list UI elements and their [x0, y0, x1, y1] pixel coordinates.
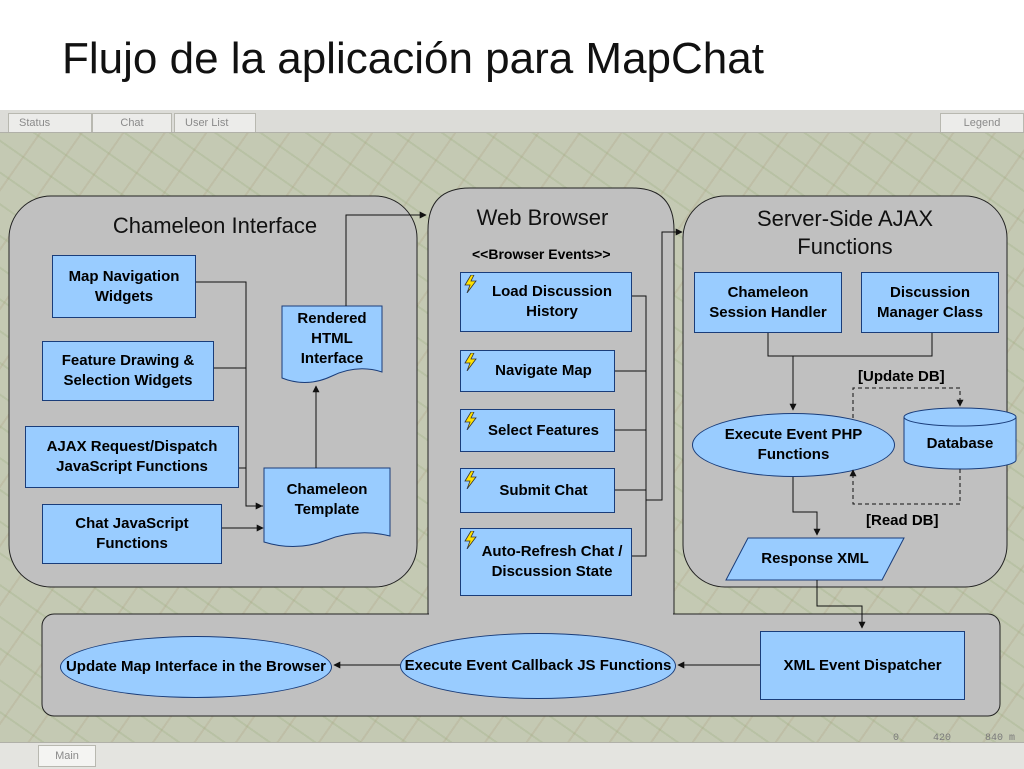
chameleon-session-handler: Chameleon Session Handler: [694, 272, 842, 333]
chameleon-template: Chameleon Template: [286, 481, 368, 518]
tab-user-list[interactable]: User List: [174, 113, 256, 132]
server-side-title: Server-Side AJAX Functions: [756, 206, 934, 259]
event-label: Navigate Map: [495, 362, 592, 379]
execute-event-php-functions: Execute Event PHP Functions: [692, 413, 895, 477]
event-label: Auto-Refresh Chat / Discussion State: [481, 543, 623, 580]
map-navigation-widgets: Map Navigation Widgets: [52, 255, 196, 318]
tab-status[interactable]: Status: [8, 113, 92, 132]
chat-javascript-functions: Chat JavaScript Functions: [42, 504, 222, 564]
rendered-html-interface: Rendered HTML Interface: [297, 310, 367, 367]
update-db-label: [Update DB]: [858, 368, 945, 385]
event-select-features: Select Features: [460, 409, 615, 452]
lightning-icon: [464, 275, 477, 293]
slide-title: Flujo de la aplicación para MapChat: [62, 34, 764, 83]
ajax-request-dispatch: AJAX Request/Dispatch JavaScript Functio…: [25, 426, 239, 488]
tab-main[interactable]: Main: [38, 745, 96, 767]
discussion-manager-class: Discussion Manager Class: [861, 272, 999, 333]
event-navigate-map: Navigate Map: [460, 350, 615, 392]
lightning-icon: [464, 353, 477, 371]
feature-drawing-widgets: Feature Drawing & Selection Widgets: [42, 341, 214, 401]
event-label: Select Features: [488, 421, 599, 439]
xml-event-dispatcher: XML Event Dispatcher: [760, 631, 965, 700]
event-auto-refresh: Auto-Refresh Chat / Discussion State: [460, 528, 632, 596]
browser-events-label: <<Browser Events>>: [472, 246, 611, 262]
event-load-discussion-history: Load Discussion History: [460, 272, 632, 332]
app-tab-bar: [0, 110, 1024, 133]
lightning-icon: [464, 412, 477, 430]
execute-event-callback-js: Execute Event Callback JS Functions: [400, 633, 676, 699]
event-label: Submit Chat: [499, 481, 588, 499]
event-submit-chat: Submit Chat: [460, 468, 615, 513]
response-xml: Response XML: [761, 550, 869, 567]
lightning-icon: [464, 531, 477, 549]
scale-label-420: 420: [933, 733, 952, 744]
web-browser-title: Web Browser: [476, 205, 609, 230]
event-label: Load Discussion History: [491, 283, 613, 320]
scale-label-0: 0: [893, 733, 900, 744]
tab-legend[interactable]: Legend: [940, 113, 1024, 132]
app-bottom-bar: [0, 742, 1024, 769]
scale-label-840: 840 m: [985, 733, 1016, 744]
tab-chat[interactable]: Chat: [92, 113, 172, 132]
update-map-interface: Update Map Interface in the Browser: [60, 636, 332, 698]
read-db-label: [Read DB]: [866, 512, 939, 529]
database: Database: [926, 435, 994, 452]
chameleon-interface-title: Chameleon Interface: [112, 213, 318, 238]
lightning-icon: [464, 471, 477, 489]
